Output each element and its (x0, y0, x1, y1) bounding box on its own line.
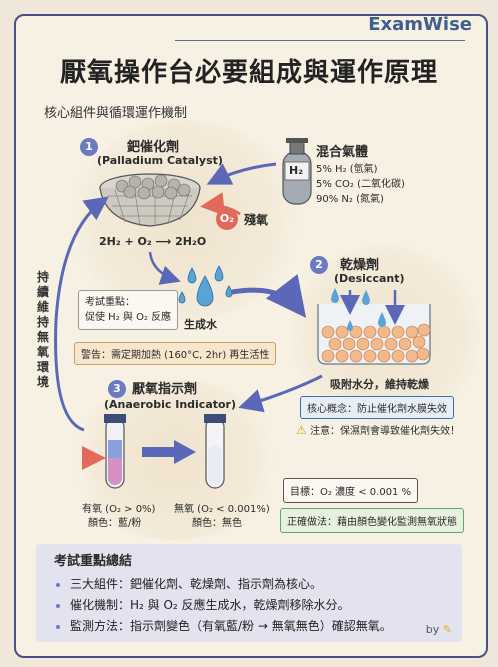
desiccant-caption: 吸附水分，維持乾燥 (330, 378, 429, 391)
summary-title: 考試重點總結 (54, 554, 133, 569)
indicator-name-en: (Anaerobic Indicator) (104, 398, 237, 411)
gas-mix-line-2: 5% CO₂ (二氧化碳) (316, 179, 405, 190)
cylinder-label: H₂ (289, 164, 304, 177)
residual-o2-label: 殘氧 (244, 213, 269, 227)
warning-triangle-icon: ⚠ (296, 423, 307, 437)
warning-box: 警告：需定期加熱 (160°C, 2hr) 再生活性 (74, 342, 277, 365)
cycle-label: 持續維持無氧環境 (36, 270, 49, 389)
aerobic-label-1: 有氧 (O₂ > 0%) (82, 504, 156, 515)
desiccant-name-en: (Desiccant) (334, 272, 405, 285)
gas-mix-line-3: 90% N₂ (氮氣) (316, 194, 384, 205)
banana-icon: ✎ (442, 623, 452, 636)
summary-list: 三大組件：鈀催化劑、乾燥劑、指示劑為核心。 催化機制：H₂ 與 O₂ 反應生成水… (54, 574, 392, 637)
target-box: 目標：O₂ 濃度 < 0.001 % (283, 478, 419, 503)
indicator-tube-anaerobic-icon (204, 414, 226, 489)
desiccant-beaker-icon (317, 288, 431, 365)
caution-text: 注意：保濕劑會導致催化劑失效！ (309, 426, 460, 437)
aerobic-label-2: 顏色：藍/粉 (88, 518, 142, 529)
water-drops-icon (178, 265, 233, 307)
page-title: 厭氧操作台必要組成與運作原理 (59, 58, 438, 88)
divider (175, 40, 465, 41)
catalyst-name: 鈀催化劑 (127, 140, 180, 155)
catalyst-number-badge: 1 (80, 138, 98, 156)
core-concept-box: 核心概念：防止催化劑水膜失效 (300, 396, 454, 419)
page-subtitle: 核心組件與循環運作機制 (44, 106, 188, 121)
caution-note: ⚠ 注意：保濕劑會導致催化劑失效！ (296, 422, 460, 437)
summary-item: 催化機制：H₂ 與 O₂ 反應生成水，乾燥劑移除水分。 (70, 595, 392, 616)
summary-panel: 考試重點總結 三大組件：鈀催化劑、乾燥劑、指示劑為核心。 催化機制：H₂ 與 O… (36, 544, 462, 642)
gas-mix-title: 混合氣體 (316, 145, 369, 160)
desiccant-number-badge: 2 (310, 256, 328, 274)
signature-text: by (425, 623, 440, 636)
water-label: 生成水 (184, 318, 217, 331)
anaerobic-label-2: 顏色：無色 (192, 518, 242, 529)
desiccant-name: 乾燥劑 (340, 258, 380, 273)
anaerobic-label-1: 無氧 (O₂ < 0.001%) (174, 504, 270, 515)
gas-mix-line-1: 5% H₂ (氫氣) (316, 164, 378, 175)
catalyst-name-en: (Palladium Catalyst) (97, 154, 223, 167)
exam-note-line-2: 促使 H₂ 與 O₂ 反應 (85, 312, 172, 323)
summary-item: 三大組件：鈀催化劑、乾燥劑、指示劑為核心。 (70, 574, 392, 595)
reaction-equation: 2H₂ + O₂ ⟶ 2H₂O (99, 235, 207, 248)
summary-item: 監測方法：指示劑變色（有氧藍/粉 → 無氧無色）確認無氧。 (70, 616, 392, 637)
signature: by ✎ (426, 623, 452, 636)
brand-logo: ExamWise (368, 14, 472, 35)
correct-method-box: 正確做法：藉由顏色變化監測無氧狀態 (280, 508, 464, 533)
exam-note-box: 考試重點： 促使 H₂ 與 O₂ 反應 (78, 290, 179, 330)
catalyst-basket-icon (99, 173, 201, 227)
indicator-number-badge: 3 (108, 380, 126, 398)
indicator-name: 厭氧指示劑 (132, 382, 198, 397)
indicator-tube-aerobic-icon (104, 414, 126, 489)
exam-note-line-1: 考試重點： (85, 297, 135, 308)
o2-badge: O₂ (216, 208, 238, 230)
gas-cylinder-icon (282, 138, 312, 205)
